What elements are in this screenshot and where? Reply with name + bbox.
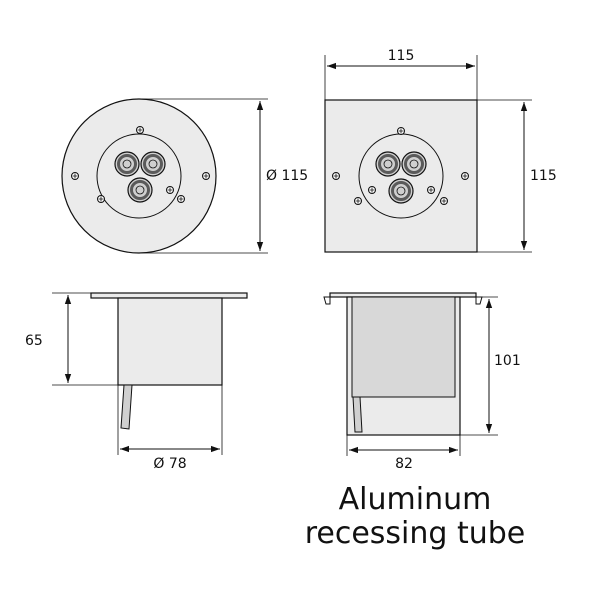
round-screw [177,195,185,203]
square-fixture-top-view: 115 115 [324,48,557,253]
square-clip-right [475,296,483,305]
square-flange [329,292,477,298]
square-inner-tube [351,296,456,398]
square-screw [427,186,435,194]
round-screw [97,195,105,203]
round-screw [202,172,210,180]
square-screw [354,197,362,205]
dim-label-round-height: 65 [25,333,43,349]
dim-label-square-height: 115 [530,168,557,184]
led-lens [375,151,401,177]
round-screw [136,126,144,134]
square-inner-ring [358,133,444,219]
dim-label-square-tube-width: 82 [395,456,413,472]
square-screw [397,127,405,135]
round-inner-ring [96,133,182,219]
dim-label-square-tube-height: 101 [494,353,521,369]
round-flange [90,292,248,299]
square-fixture-side-view: 101 82 [323,292,521,472]
led-lens [114,151,140,177]
square-screw [461,172,469,180]
dim-label-round-tube-diameter: Ø 78 [153,456,186,472]
square-screw [368,186,376,194]
square-led-cluster [375,151,427,204]
round-housing [117,297,223,386]
square-clip-left [323,296,331,305]
round-fixture-side-view: 65 Ø 78 [25,292,248,472]
led-lens [127,177,153,203]
round-led-cluster [114,151,166,203]
round-fixture-top-view: Ø 115 [61,98,308,254]
led-lens [140,151,166,177]
round-cable [120,384,133,430]
square-screw [332,172,340,180]
square-screw [440,197,448,205]
caption-title: Aluminum [338,482,492,517]
round-screw [71,172,79,180]
dim-label-round-diameter: Ø 115 [266,168,308,184]
square-cable [352,396,363,433]
caption-subtitle: recessing tube [304,516,526,551]
led-lens [401,151,427,177]
round-screw [166,186,174,194]
dim-label-square-width: 115 [388,48,415,64]
led-lens [388,178,414,204]
